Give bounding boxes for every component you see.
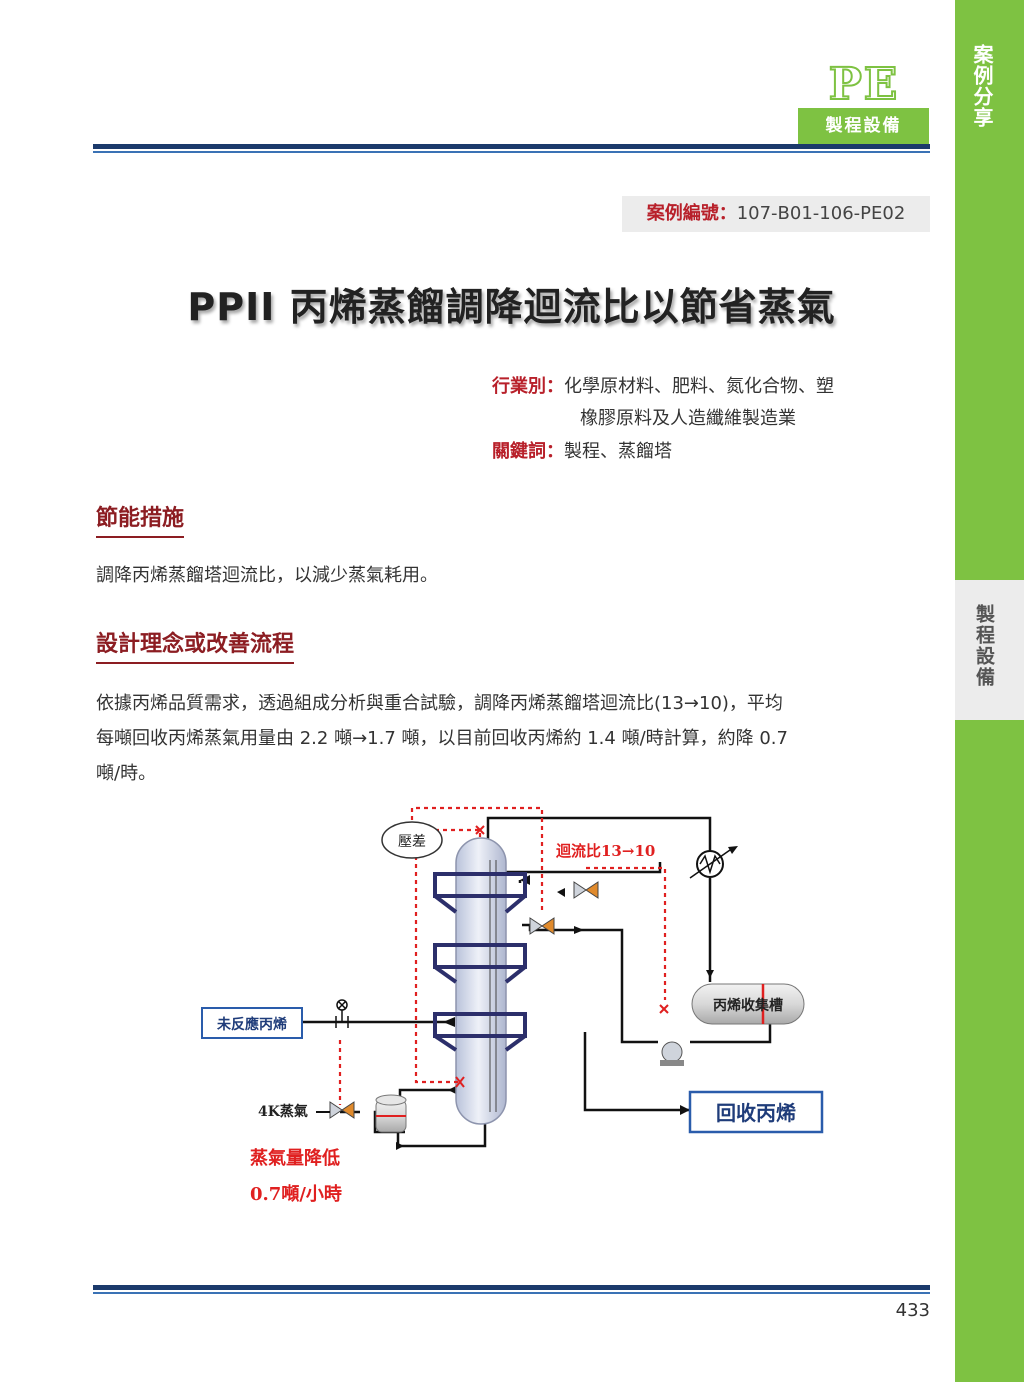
collection-tank-label: 丙烯收集槽 (713, 997, 783, 1014)
pressure-diff-bubble (381, 821, 443, 859)
distillation-column (455, 837, 507, 1125)
section-title-measures: 節能措施 (96, 504, 185, 538)
design-text-line2: 每噸回收丙烯蒸氣用量由 2.2 噸→1.7 噸，以目前回收丙烯約 1.4 噸/時… (96, 728, 788, 749)
design-text-line1: 依據丙烯品質需求，透過組成分析與重合試驗，調降丙烯蒸餾塔迴流比(13→10)，平… (96, 693, 783, 714)
pe-category-label: 製程設備 (798, 108, 929, 144)
steam-valve (329, 1101, 355, 1119)
header-rule (93, 144, 930, 153)
page-title: PPII 丙烯蒸餾調降迴流比以節省蒸氣 (187, 285, 836, 329)
control-lines (338, 806, 667, 1105)
section-title-design: 設計理念或改善流程 (96, 630, 295, 664)
page-number: 433 (895, 1300, 930, 1321)
column-platforms (433, 872, 527, 1052)
keyword-value: 製程、蒸餾塔 (564, 441, 672, 462)
pressure-diff-label: 壓差 (398, 834, 426, 850)
condenser (689, 846, 738, 879)
footer-rule (93, 1285, 930, 1294)
keyword-label: 關鍵詞： (492, 441, 564, 462)
pe-letters: PE (828, 59, 900, 110)
industry-row: 行業別：化學原材料、肥料、氮化合物、塑 (492, 372, 834, 402)
side-label-case-sharing: 案例分享 (970, 44, 994, 128)
keyword-row: 關鍵詞：製程、蒸餾塔 (492, 437, 672, 467)
product-label: 回收丙烯 (716, 1101, 796, 1125)
distillation-process-diagram: 壓差 迴流比13→10 丙烯收集槽 (201, 806, 824, 1205)
case-number-box: 案例編號：107-B01-106-PE02 (622, 196, 930, 232)
case-number-label: 案例編號： (646, 203, 737, 224)
industry-value-line1: 化學原材料、肥料、氮化合物、塑 (564, 376, 834, 397)
reflux-ratio-label: 迴流比13→10 (555, 842, 655, 860)
industry-value-line2: 橡膠原料及人造纖維製造業 (580, 408, 796, 429)
product-box (688, 1090, 824, 1134)
design-text-line3: 噸/時。 (96, 763, 157, 784)
industry-label: 行業別： (492, 376, 564, 397)
pump (660, 1041, 684, 1066)
side-tab-process-equipment[interactable]: 製程設備 (955, 580, 1024, 720)
measures-text: 調降丙烯蒸餾塔迴流比，以減少蒸氣耗用。 (96, 565, 438, 586)
side-valve (529, 917, 555, 935)
steam-saving-line1: 蒸氣量降低 (250, 1147, 340, 1169)
case-number-value: 107-B01-106-PE02 (736, 203, 906, 224)
steam-label: 4K蒸氣 (258, 1103, 308, 1120)
feed-valve (335, 999, 349, 1028)
collection-tank (691, 983, 805, 1025)
feed-label: 未反應丙烯 (217, 1016, 287, 1033)
reflux-valve (573, 881, 599, 899)
pe-logo: PE 製程設備 (798, 59, 929, 144)
steam-saving-line2: 0.7噸/小時 (250, 1183, 342, 1205)
column-ladder (489, 860, 497, 1112)
reboiler (375, 1094, 407, 1133)
control-points (455, 825, 669, 1088)
feed-box (201, 1007, 303, 1039)
side-tab-label: 製程設備 (973, 604, 995, 688)
